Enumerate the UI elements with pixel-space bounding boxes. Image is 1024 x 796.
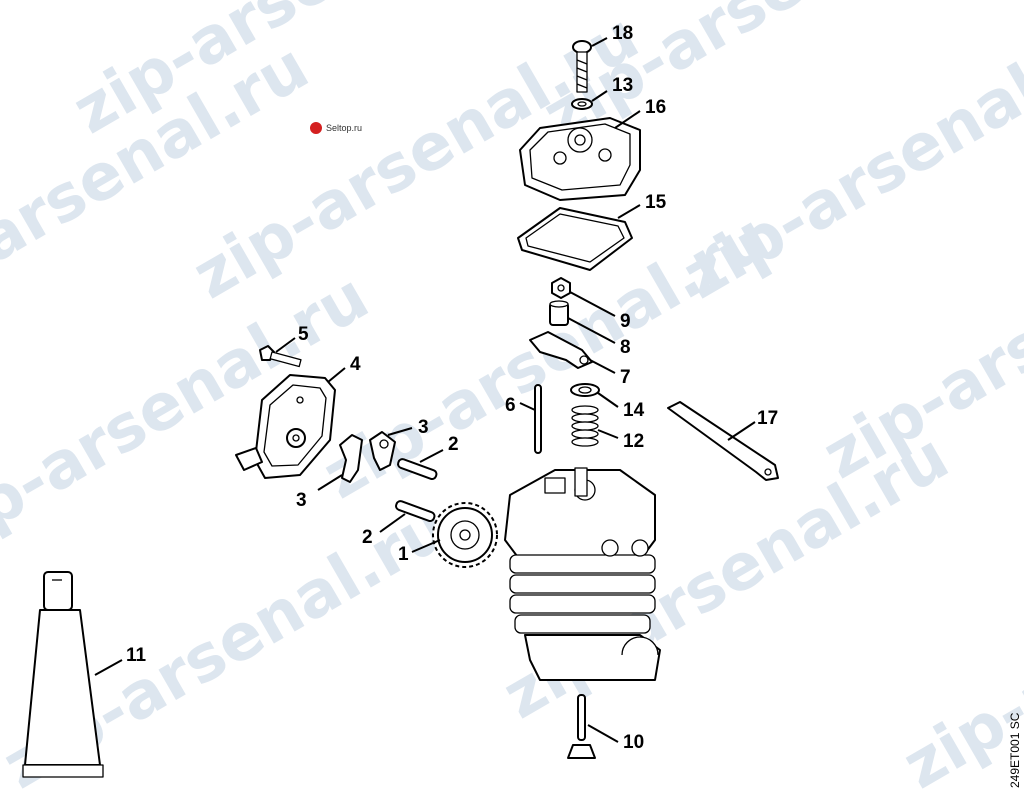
callout-13: 15 bbox=[645, 192, 667, 213]
callout-3: 3 bbox=[296, 490, 307, 511]
part-13-gasket bbox=[517, 207, 633, 271]
part-4-cover bbox=[235, 374, 336, 479]
watermark-text: zip-arsenal.ru bbox=[891, 490, 1024, 796]
seltop-logo-text: Seltop.ru bbox=[326, 123, 362, 133]
part-1-gear bbox=[432, 502, 498, 568]
cylinder-head bbox=[504, 467, 661, 681]
part-12-spring-retainer bbox=[570, 383, 600, 397]
callout-10: 10 bbox=[623, 732, 644, 753]
part-3-cam-follower bbox=[339, 434, 363, 483]
part-9-nut bbox=[551, 277, 571, 299]
callout-6: 6 bbox=[505, 395, 516, 416]
part-5-bolt bbox=[259, 345, 302, 368]
callout-8: 8 bbox=[620, 337, 631, 358]
callout-3: 3 bbox=[418, 417, 429, 438]
callout-7: 7 bbox=[620, 367, 631, 388]
leader-lines bbox=[94, 37, 756, 743]
callout-14: 16 bbox=[645, 97, 666, 118]
callout-2: 2 bbox=[362, 527, 373, 548]
part-10-valve bbox=[567, 694, 596, 759]
callout-2: 2 bbox=[448, 434, 459, 455]
seltop-logo-mark bbox=[310, 122, 322, 134]
callout-5: 5 bbox=[298, 324, 309, 345]
callout-18: 11 bbox=[126, 645, 147, 666]
callout-17: 17 bbox=[757, 408, 778, 429]
part-2-pin bbox=[397, 458, 438, 481]
callout-1: 1 bbox=[398, 544, 409, 565]
part-16-washer bbox=[571, 98, 593, 110]
callout-11: 12 bbox=[623, 431, 644, 452]
callout-16: 13 bbox=[612, 75, 633, 96]
callout-9: 9 bbox=[620, 311, 631, 332]
seltop-logo: Seltop.ru bbox=[310, 122, 362, 134]
drawing-code: 249ET001 SC bbox=[1008, 712, 1022, 788]
part-2-pin bbox=[395, 500, 436, 523]
callout-4: 4 bbox=[350, 354, 361, 375]
part-11-valve-spring bbox=[571, 405, 599, 447]
part-8-sleeve bbox=[549, 300, 569, 326]
callout-15: 18 bbox=[612, 23, 633, 44]
callout-12: 14 bbox=[623, 400, 645, 421]
part-15-screw bbox=[572, 40, 592, 93]
part-3-cam-follower bbox=[369, 431, 396, 471]
part-14-valve-cover bbox=[519, 117, 641, 201]
part-17-tool bbox=[667, 401, 779, 481]
part-18-grease-tube bbox=[22, 571, 104, 778]
part-6-pushrod bbox=[534, 384, 542, 454]
part-7-rocker-arm bbox=[529, 331, 593, 369]
callout-labels: 18 13 16 15 9 8 7 14 12 6 17 5 4 3 2 3 2… bbox=[126, 23, 778, 753]
